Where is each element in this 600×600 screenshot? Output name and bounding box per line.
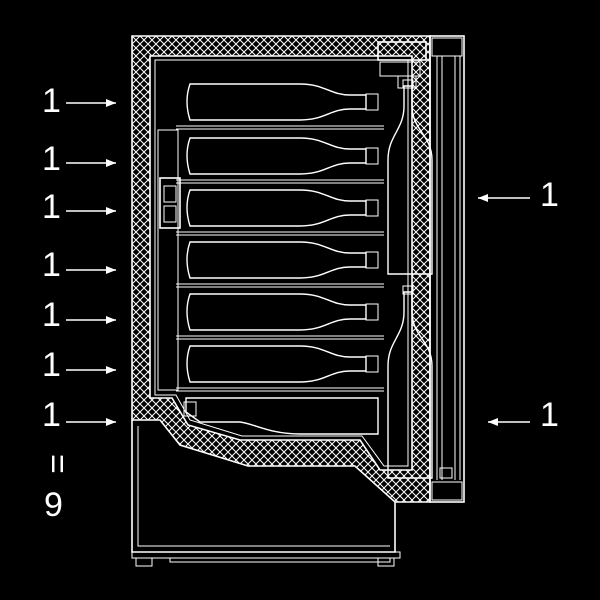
control-unit [377,41,427,89]
arrow-left-7 [66,418,116,426]
bottle [185,397,379,435]
bottle [186,241,367,279]
arrow-left-2 [66,159,116,167]
side-module [157,129,181,391]
shelves [176,83,384,435]
arrow-right-2 [488,418,530,426]
shelf-3 [176,189,384,236]
arrow-left-1 [66,99,116,107]
glass-door [429,35,465,503]
left-arrows [66,99,116,426]
door-bottle-upper [387,79,433,275]
bottle-cap [365,355,379,373]
callout-left-2: 1 [42,140,61,178]
door-bottle-lower [387,285,433,479]
callout-left-5: 1 [42,296,61,334]
cabinet-base [131,420,401,567]
bottle [186,83,367,121]
shelf-7 [183,397,379,435]
bottle [186,137,367,175]
shelf-6 [176,345,384,392]
bottle [186,293,367,331]
bottle-cap [365,251,379,269]
callout-right-1: 1 [540,176,559,214]
equals-sign: = [38,454,76,474]
arrow-left-3 [66,207,116,215]
callout-left-4: 1 [42,246,61,284]
callout-left-7: 1 [42,396,61,434]
bottle-cap [183,401,197,417]
shelf-2 [176,137,384,184]
callout-left-6: 1 [42,346,61,384]
bottle-cap [365,93,379,111]
callout-right-2: 1 [540,396,559,434]
callout-left-1: 1 [42,82,61,120]
bottle [186,345,367,383]
callout-left-3: 1 [42,188,61,226]
bottle-cap [365,303,379,321]
bottle-cap [365,199,379,217]
shelf-5 [176,293,384,340]
left-callouts: 1 1 1 1 1 1 1 [42,82,61,434]
arrow-right-1 [478,194,530,202]
shelf-4 [176,241,384,288]
arrow-left-5 [66,316,116,324]
right-arrows [478,194,530,426]
inner-liner [154,59,409,467]
right-callouts: 1 1 [540,176,559,434]
arrow-left-4 [66,266,116,274]
shelf-1 [176,83,384,130]
arrow-left-6 [66,366,116,374]
total-count: 9 [44,486,63,524]
bottle-cap [365,147,379,165]
bottle [186,189,367,227]
